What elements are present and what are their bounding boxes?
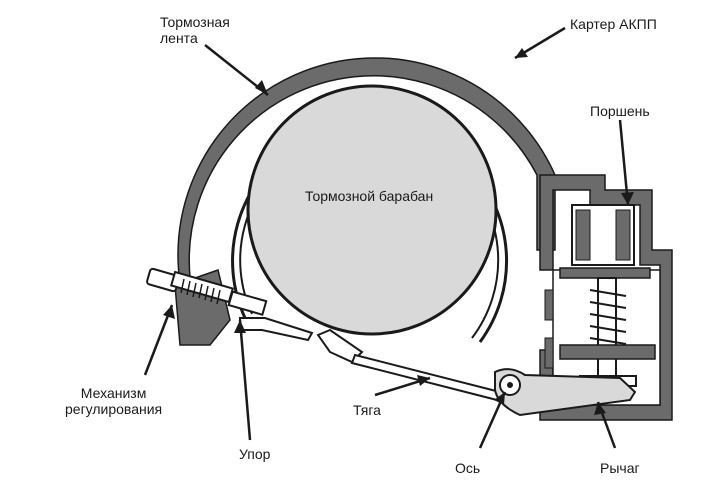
leader-lines	[143, 26, 630, 449]
axle-pin	[507, 382, 513, 388]
adjuster-mechanism	[146, 267, 268, 316]
label-stop: Упор	[239, 446, 271, 462]
label-brake-band: Тормозная лента	[160, 14, 230, 46]
label-drum: Тормозной барабан	[305, 188, 434, 204]
label-adjuster: Механизм регулирования	[65, 385, 163, 417]
label-lever: Рычаг	[600, 460, 640, 476]
label-axle: Ось	[455, 460, 481, 476]
band-end-left	[239, 317, 314, 342]
label-piston: Поршень	[590, 103, 650, 119]
label-housing: Картер АКПП	[570, 16, 657, 32]
leader-arrowheads	[163, 48, 634, 415]
brake-drum	[246, 84, 498, 336]
label-rod: Тяга	[353, 402, 381, 418]
